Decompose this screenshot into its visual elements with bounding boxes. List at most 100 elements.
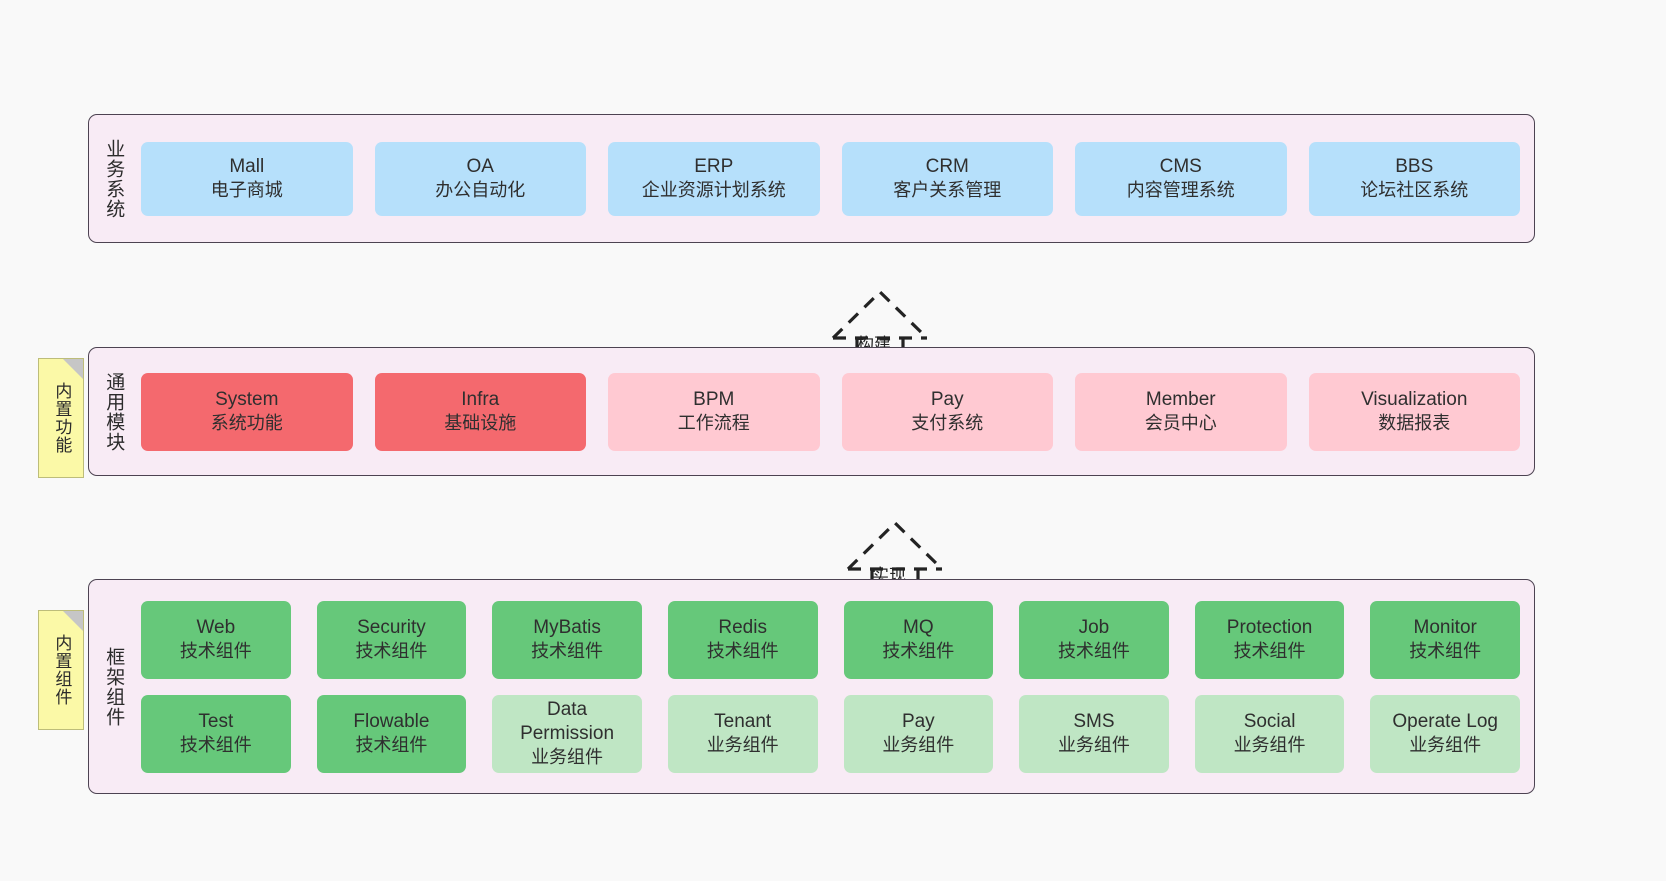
node-subtitle: 企业资源计划系统 bbox=[641, 180, 786, 201]
node-title: System bbox=[215, 389, 279, 411]
node-cms[interactable]: CMS 内容管理系统 bbox=[1075, 141, 1287, 216]
node-bpm[interactable]: BPM 工作流程 bbox=[608, 372, 820, 451]
note-fold-corner-icon bbox=[63, 359, 83, 379]
node-subtitle: 技术组件 bbox=[355, 735, 428, 756]
row: System 系统功能 Infra 基础设施 BPM 工作流程 Pay 支付系统… bbox=[141, 372, 1520, 451]
node-title: Protection bbox=[1226, 617, 1313, 639]
layer-body-common-modules: System 系统功能 Infra 基础设施 BPM 工作流程 Pay 支付系统… bbox=[137, 348, 1534, 475]
node-mq[interactable]: MQ 技术组件 bbox=[843, 600, 994, 679]
node-protection[interactable]: Protection 技术组件 bbox=[1194, 600, 1345, 679]
node-flowable[interactable]: Flowable 技术组件 bbox=[316, 694, 467, 773]
node-title: Member bbox=[1145, 389, 1216, 411]
layer-title-framework-components: 框架组件 bbox=[103, 646, 125, 727]
node-subtitle: 基础设施 bbox=[444, 413, 517, 434]
node-pay-component[interactable]: Pay 业务组件 bbox=[843, 694, 994, 773]
node-subtitle: 业务组件 bbox=[1057, 735, 1130, 756]
node-title: Job bbox=[1078, 617, 1110, 639]
node-social[interactable]: Social 业务组件 bbox=[1194, 694, 1345, 773]
layer-body-framework-components: Web 技术组件 Security 技术组件 MyBatis 技术组件 Redi… bbox=[137, 580, 1534, 793]
node-monitor[interactable]: Monitor 技术组件 bbox=[1370, 600, 1520, 679]
node-subtitle: 技术组件 bbox=[706, 641, 779, 662]
node-subtitle: 系统功能 bbox=[210, 413, 283, 434]
node-subtitle: 内容管理系统 bbox=[1126, 180, 1235, 201]
node-title: Monitor bbox=[1413, 617, 1477, 639]
node-title: Flowable bbox=[353, 711, 430, 733]
node-subtitle: 客户关系管理 bbox=[893, 180, 1002, 201]
node-oa[interactable]: OA 办公自动化 bbox=[374, 141, 586, 216]
node-subtitle: 技术组件 bbox=[355, 641, 428, 662]
layer-business-systems: 业务系统 Mall 电子商城 OA 办公自动化 ERP 企业资源计划系统 CRM… bbox=[88, 114, 1535, 243]
node-member[interactable]: Member 会员中心 bbox=[1075, 372, 1287, 451]
node-title: MQ bbox=[903, 617, 934, 639]
layer-common-modules: 通用模块 System 系统功能 Infra 基础设施 BPM 工作流程 Pay… bbox=[88, 347, 1535, 476]
node-subtitle: 业务组件 bbox=[1409, 735, 1482, 756]
node-title: Mall bbox=[229, 156, 265, 178]
node-subtitle: 电子商城 bbox=[210, 180, 283, 201]
node-pay[interactable]: Pay 支付系统 bbox=[841, 372, 1053, 451]
node-infra[interactable]: Infra 基础设施 bbox=[374, 372, 586, 451]
note-builtin-features: 内置功能 bbox=[38, 358, 84, 478]
node-job[interactable]: Job 技术组件 bbox=[1019, 600, 1169, 679]
node-subtitle: 技术组件 bbox=[179, 735, 252, 756]
node-title: Test bbox=[198, 711, 234, 733]
connector-implement: 实现 bbox=[815, 493, 975, 589]
node-subtitle: 业务组件 bbox=[1233, 735, 1306, 756]
node-title: Infra bbox=[461, 389, 500, 411]
node-title: Data Permission bbox=[520, 699, 615, 745]
node-mall[interactable]: Mall 电子商城 bbox=[141, 141, 353, 216]
node-visualization[interactable]: Visualization 数据报表 bbox=[1308, 372, 1520, 451]
node-subtitle: 技术组件 bbox=[882, 641, 955, 662]
layer-title-business-systems: 业务系统 bbox=[103, 138, 125, 219]
node-redis[interactable]: Redis 技术组件 bbox=[667, 600, 818, 679]
node-title: Tenant bbox=[714, 711, 772, 733]
node-subtitle: 办公自动化 bbox=[435, 180, 526, 201]
node-data-permission[interactable]: Data Permission 业务组件 bbox=[492, 694, 642, 773]
node-title: Operate Log bbox=[1392, 711, 1498, 733]
node-test[interactable]: Test 技术组件 bbox=[141, 694, 291, 773]
node-bbs[interactable]: BBS 论坛社区系统 bbox=[1308, 141, 1520, 216]
node-title: ERP bbox=[694, 156, 734, 178]
node-subtitle: 技术组件 bbox=[1409, 641, 1482, 662]
node-title: OA bbox=[466, 156, 494, 178]
row: Mall 电子商城 OA 办公自动化 ERP 企业资源计划系统 CRM 客户关系… bbox=[141, 141, 1520, 216]
node-sms[interactable]: SMS 业务组件 bbox=[1019, 694, 1169, 773]
node-title: Security bbox=[357, 617, 426, 639]
node-security[interactable]: Security 技术组件 bbox=[316, 600, 467, 679]
node-crm[interactable]: CRM 客户关系管理 bbox=[841, 141, 1053, 216]
node-title: CRM bbox=[925, 156, 969, 178]
connector-build: 构建 bbox=[800, 262, 960, 358]
node-system[interactable]: System 系统功能 bbox=[141, 372, 353, 451]
node-tenant[interactable]: Tenant 业务组件 bbox=[667, 694, 818, 773]
node-subtitle: 会员中心 bbox=[1144, 413, 1217, 434]
node-title: SMS bbox=[1073, 711, 1115, 733]
node-title: BPM bbox=[693, 389, 735, 411]
node-mybatis[interactable]: MyBatis 技术组件 bbox=[492, 600, 642, 679]
node-erp[interactable]: ERP 企业资源计划系统 bbox=[608, 141, 820, 216]
note-label: 内置组件 bbox=[52, 634, 72, 706]
node-subtitle: 业务组件 bbox=[882, 735, 955, 756]
node-title: Social bbox=[1243, 711, 1296, 733]
node-title: MyBatis bbox=[533, 617, 601, 639]
node-subtitle: 论坛社区系统 bbox=[1360, 180, 1469, 201]
node-subtitle: 数据报表 bbox=[1378, 413, 1451, 434]
layer-title-common-modules: 通用模块 bbox=[103, 371, 125, 452]
node-title: CMS bbox=[1159, 156, 1202, 178]
node-subtitle: 技术组件 bbox=[1057, 641, 1130, 662]
node-title: Pay bbox=[930, 389, 964, 411]
node-title: BBS bbox=[1395, 156, 1434, 178]
node-subtitle: 业务组件 bbox=[706, 735, 779, 756]
note-fold-corner-icon bbox=[63, 611, 83, 631]
node-subtitle: 业务组件 bbox=[531, 747, 604, 768]
layer-framework-components: 框架组件 Web 技术组件 Security 技术组件 MyBatis 技术组件… bbox=[88, 579, 1535, 794]
node-subtitle: 支付系统 bbox=[911, 413, 984, 434]
row: Web 技术组件 Security 技术组件 MyBatis 技术组件 Redi… bbox=[141, 600, 1520, 679]
node-title: Visualization bbox=[1361, 389, 1468, 411]
node-title: Web bbox=[196, 617, 236, 639]
node-operate-log[interactable]: Operate Log 业务组件 bbox=[1370, 694, 1520, 773]
node-subtitle: 技术组件 bbox=[531, 641, 604, 662]
node-title: Redis bbox=[718, 617, 767, 639]
node-subtitle: 技术组件 bbox=[1233, 641, 1306, 662]
node-subtitle: 工作流程 bbox=[677, 413, 750, 434]
node-web[interactable]: Web 技术组件 bbox=[141, 600, 291, 679]
